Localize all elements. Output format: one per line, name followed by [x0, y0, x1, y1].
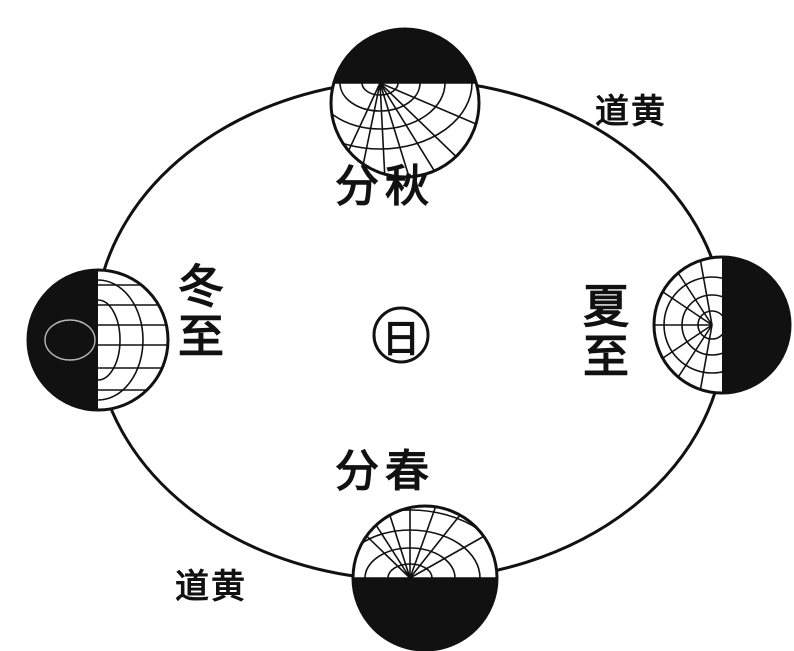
earth-winter-solstice [20, 260, 175, 430]
label-autumn-equinox: 分秋 [335, 165, 435, 209]
earth-autumn-equinox [288, 17, 490, 180]
label-sun: 日 [372, 306, 430, 364]
label-spring-equinox: 分春 [335, 450, 435, 494]
label-summer-solstice: 夏至 [580, 282, 626, 382]
earth-summer-solstice [654, 250, 794, 400]
label-ecliptic-top: 道黄 [595, 95, 667, 129]
label-winter-solstice: 冬至 [175, 262, 221, 362]
label-ecliptic-bottom: 道黄 [175, 570, 247, 604]
